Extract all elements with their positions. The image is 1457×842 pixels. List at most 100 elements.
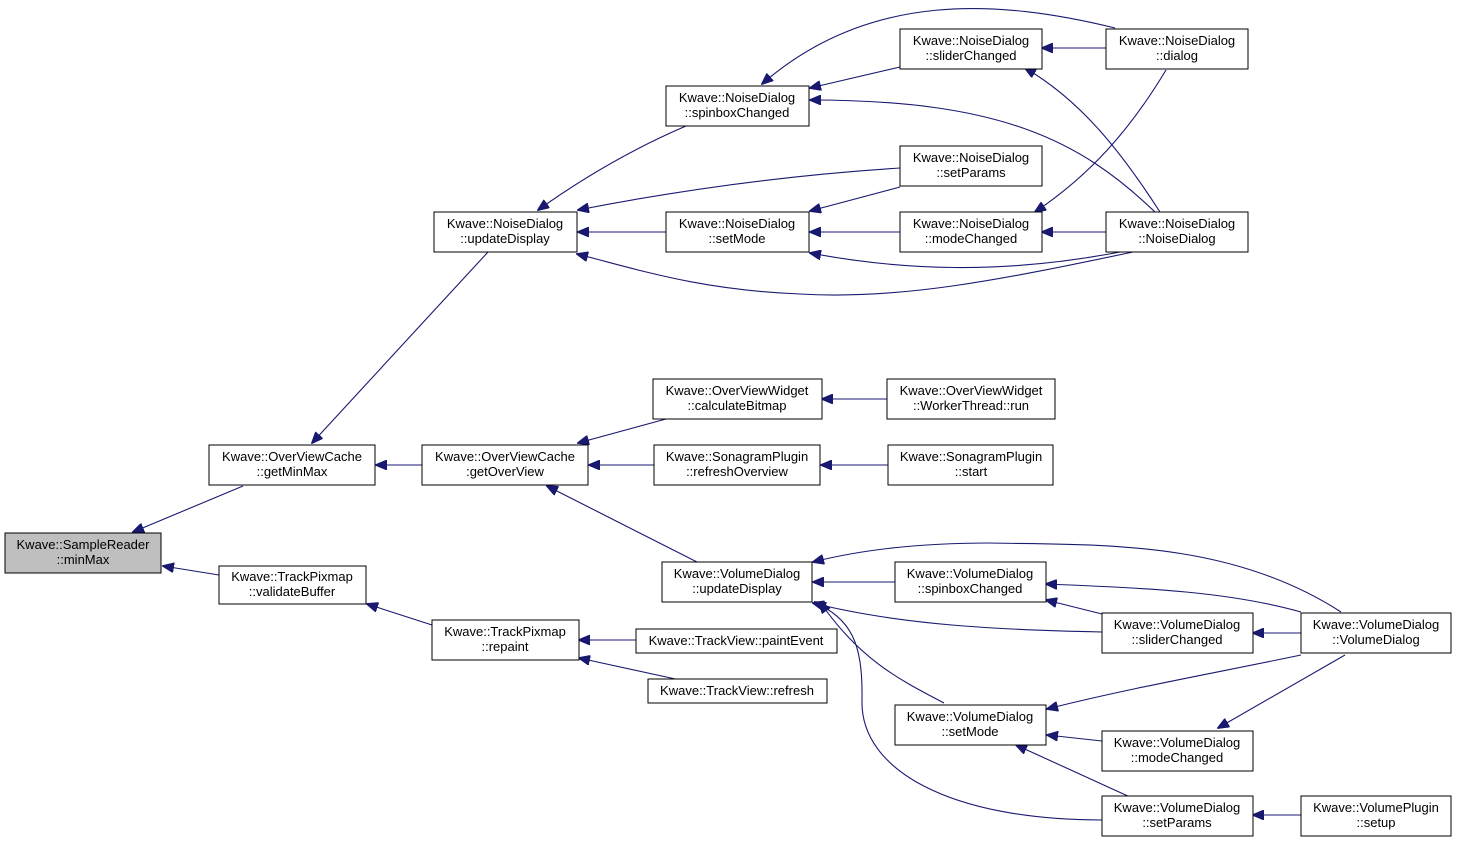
edge-nd-ctor-to-nd-spinbox [810,100,1156,213]
edge-vd-slider-to-vd-spinbox [1046,600,1103,615]
edge-nd-dialog-to-nd-modechanged [1035,69,1167,212]
node-volumedialog-spinboxchanged[interactable]: Kwave::VolumeDialog ::spinboxChanged [894,561,1047,603]
nodes-layer: Kwave::SampleReader ::minMax Kwave::Over… [4,28,1452,837]
node-root[interactable]: Kwave::SampleReader ::minMax [4,532,162,574]
node-label-line2: ::VolumeDialog [1332,632,1419,647]
node-label-line2: ::refreshOverview [686,464,788,479]
node-overviewwidget-calculatebitmap[interactable]: Kwave::OverViewWidget ::calculateBitmap [652,378,823,420]
node-noisedialog-dialog[interactable]: Kwave::NoiseDialog ::dialog [1105,28,1249,70]
edge-tp-validate-to-root [163,566,220,576]
node-noisedialog-updatedisplay[interactable]: Kwave::NoiseDialog ::updateDisplay [433,211,578,253]
node-trackpixmap-validatebuffer[interactable]: Kwave::TrackPixmap ::validateBuffer [218,565,367,605]
node-label-line1: Kwave::VolumeDialog [674,566,800,581]
node-trackpixmap-repaint[interactable]: Kwave::TrackPixmap ::repaint [431,619,580,661]
edge-nd-slider-to-nd-spinbox [810,66,901,88]
edge-vd-modechanged-to-vd-setmode [1047,735,1103,742]
node-label-line1: Kwave::SonagramPlugin [900,449,1042,464]
node-label-line2: ::calculateBitmap [688,398,787,413]
edge-vd-update-to-ovc-getoverview [547,486,698,563]
edge-nd-setparams-to-nd-update [578,167,901,210]
node-label-line2: ::setParams [936,165,1006,180]
edge-nd-ctor-to-nd-update [577,252,1134,296]
node-volumeplugin-setup[interactable]: Kwave::VolumePlugin ::setup [1300,795,1452,837]
edge-nd-ctor-to-nd-setmode [810,252,1121,269]
node-label-line2: ::setMode [708,231,765,246]
node-label-line1: Kwave::TrackPixmap [231,569,353,584]
edge-nd-setparams-to-nd-setmode [810,186,901,211]
node-label-line2: ::setMode [941,724,998,739]
edge-tp-repaint-to-tp-validate [367,604,433,626]
node-label-line1: Kwave::NoiseDialog [1119,216,1235,231]
node-label-line1: Kwave::OverViewWidget [900,383,1043,398]
edge-nd-update-to-ovc-getminmax [312,251,489,443]
node-volumedialog-modechanged[interactable]: Kwave::VolumeDialog ::modeChanged [1101,730,1254,772]
node-label-line1: Kwave::NoiseDialog [913,150,1029,165]
edge-vd-slider-to-vd-update [813,603,1103,633]
node-label-line1: Kwave::VolumeDialog [907,709,1033,724]
node-label-line2: :getOverView [466,464,544,479]
node-volumedialog-volumedialog[interactable]: Kwave::VolumeDialog ::VolumeDialog [1300,612,1452,654]
node-label-line1: Kwave::VolumePlugin [1313,800,1439,815]
node-volumedialog-sliderchanged[interactable]: Kwave::VolumeDialog ::sliderChanged [1101,612,1254,654]
node-label-line1: Kwave::SampleReader [17,537,151,552]
node-label-line2: ::start [955,464,988,479]
node-label-line1: Kwave::VolumeDialog [1114,800,1240,815]
node-label-line2: ::modeChanged [925,231,1018,246]
node-label-line1: Kwave::VolumeDialog [1114,735,1240,750]
edge-ovc-getminmax-to-root [133,485,244,532]
node-volumedialog-setmode[interactable]: Kwave::VolumeDialog ::setMode [894,704,1047,746]
node-noisedialog-sliderchanged[interactable]: Kwave::NoiseDialog ::sliderChanged [899,28,1043,70]
node-label-line2: ::repaint [482,639,529,654]
edges-layer [133,7,1346,821]
edge-ovw-calc-to-ovc-getoverview [578,418,667,443]
node-label-line1: Kwave::VolumeDialog [907,566,1033,581]
node-sonagramplugin-start[interactable]: Kwave::SonagramPlugin ::start [887,444,1054,486]
node-label-line2: ::modeChanged [1131,750,1224,765]
node-label-line2: ::sliderChanged [1131,632,1222,647]
node-label-line1: Kwave::TrackPixmap [444,624,566,639]
node-label-line1: Kwave::OverViewCache [435,449,575,464]
node-label-line2: ::minMax [57,552,110,567]
node-noisedialog-modechanged[interactable]: Kwave::NoiseDialog ::modeChanged [899,211,1043,253]
edge-vd-ctor-to-vd-setmode [1047,654,1302,709]
node-trackview-refresh[interactable]: Kwave::TrackView::refresh [647,678,828,704]
node-label-line1: Kwave::VolumeDialog [1313,617,1439,632]
edge-nd-spinbox-to-nd-update [538,125,687,210]
node-noisedialog-setmode[interactable]: Kwave::NoiseDialog ::setMode [665,211,810,253]
node-label-line1: Kwave::OverViewWidget [666,383,809,398]
node-label-line2: ::sliderChanged [925,48,1016,63]
node-label-line2: ::dialog [1156,48,1198,63]
node-label-line2: ::setup [1356,815,1395,830]
node-noisedialog-noisedialog[interactable]: Kwave::NoiseDialog ::NoiseDialog [1105,211,1249,253]
node-label-line1: Kwave::SonagramPlugin [666,449,808,464]
node-noisedialog-spinboxchanged[interactable]: Kwave::NoiseDialog ::spinboxChanged [665,85,810,127]
edge-vd-setparams-to-vd-update [815,602,1103,821]
edge-vd-ctor-to-vd-spinbox [1046,584,1302,613]
node-volumedialog-updatedisplay[interactable]: Kwave::VolumeDialog ::updateDisplay [661,561,813,603]
node-label-line1: Kwave::VolumeDialog [1114,617,1240,632]
edge-vd-ctor-to-vd-modechanged [1218,654,1346,728]
node-label-line1: Kwave::NoiseDialog [913,33,1029,48]
edge-nd-ctor-to-nd-slider [1025,68,1161,213]
node-label-line2: ::getMinMax [257,464,328,479]
edge-vd-setmode-to-vd-update [820,602,945,704]
node-label-line1: Kwave::TrackView::refresh [660,683,814,698]
node-label-line2: ::spinboxChanged [685,105,790,120]
node-trackview-paintevent[interactable]: Kwave::TrackView::paintEvent [635,628,838,654]
node-label-line2: ::NoiseDialog [1138,231,1215,246]
node-overviewcache-getoverview[interactable]: Kwave::OverViewCache :getOverView [421,444,589,486]
node-label-line1: Kwave::NoiseDialog [1119,33,1235,48]
edge-vd-ctor-to-vd-update [813,542,1342,613]
edge-nd-dialog-to-nd-spinbox [762,7,1116,84]
node-noisedialog-setparams[interactable]: Kwave::NoiseDialog ::setParams [899,145,1043,187]
node-overviewcache-getminmax[interactable]: Kwave::OverViewCache ::getMinMax [208,444,376,486]
node-label-line2: ::WorkerThread::run [913,398,1029,413]
node-label-line1: Kwave::NoiseDialog [679,216,795,231]
node-label-line2: ::spinboxChanged [918,581,1023,596]
node-label-line2: ::validateBuffer [249,584,336,599]
edge-vd-setparams-to-vd-setmode [1016,745,1131,798]
node-sonagramplugin-refreshoverview[interactable]: Kwave::SonagramPlugin ::refreshOverview [653,444,821,486]
node-volumedialog-setparams[interactable]: Kwave::VolumeDialog ::setParams [1101,795,1254,837]
node-label-line1: Kwave::NoiseDialog [447,216,563,231]
node-overviewwidget-workerthread-run[interactable]: Kwave::OverViewWidget ::WorkerThread::ru… [886,378,1056,420]
